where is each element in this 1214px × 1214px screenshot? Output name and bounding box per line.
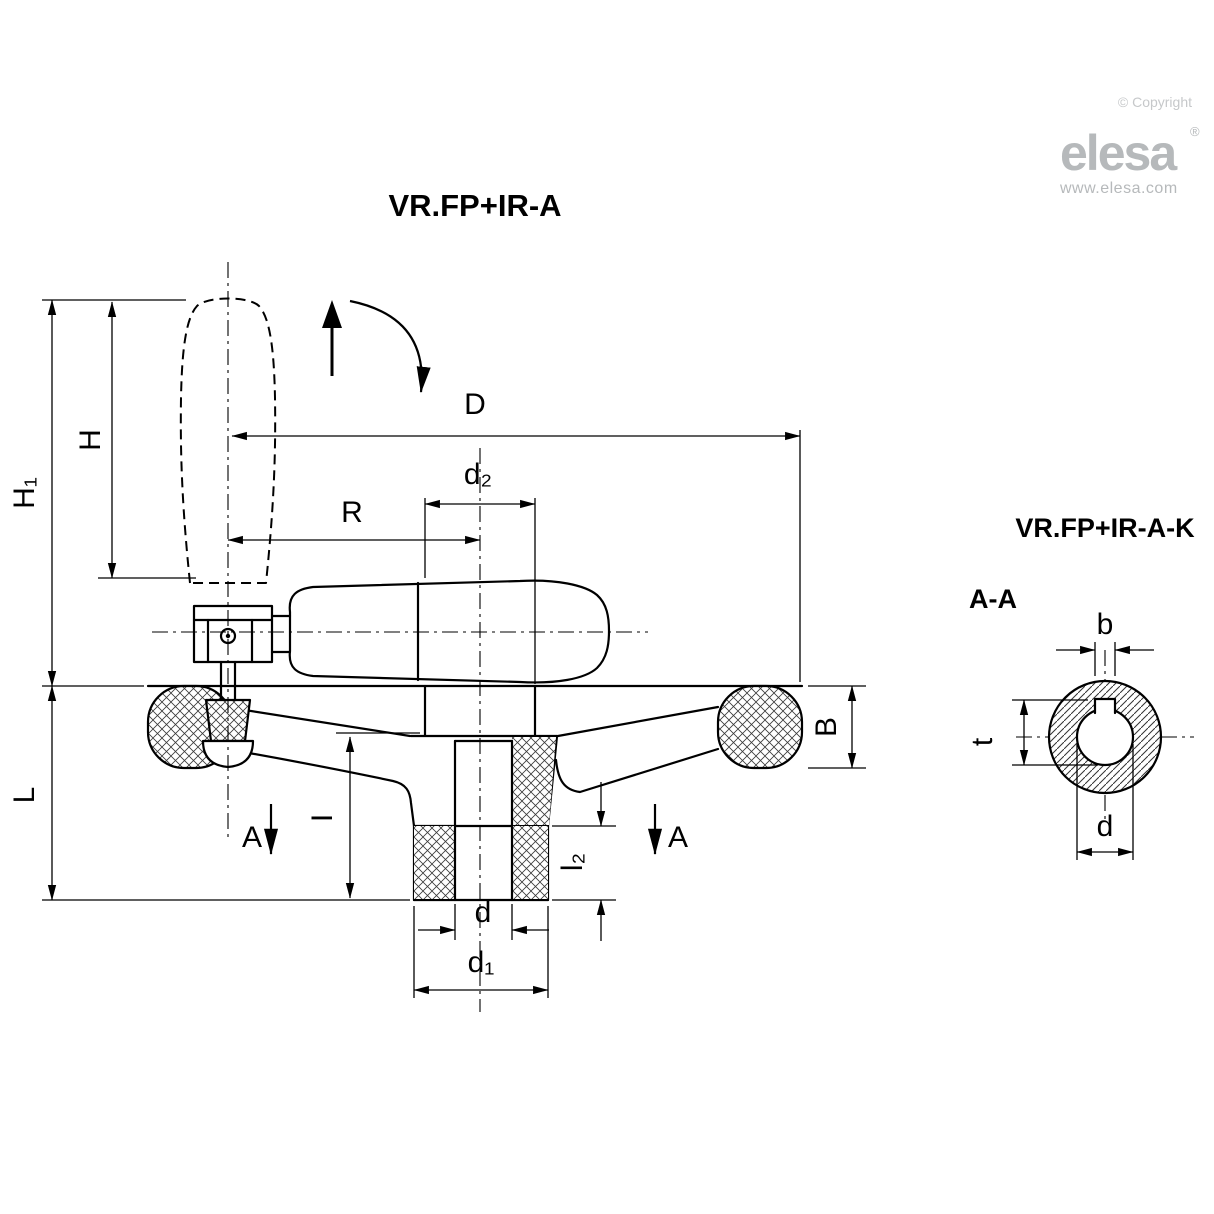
registered-mark: ®: [1190, 124, 1200, 139]
right-rim-section: [716, 684, 804, 770]
right-spoke-bottom-line: [554, 747, 720, 794]
label-d: d: [475, 896, 492, 929]
hub-hatch-lower-right: [512, 826, 548, 899]
pivot-pin-center: [225, 633, 231, 639]
keyway-outline: [1093, 697, 1117, 715]
hub-hatch-lower-left: [414, 826, 455, 899]
main-title: VR.FP+IR-A: [388, 188, 561, 223]
handwheel-side-view: [146, 684, 804, 902]
left-spoke-bottom-line: [230, 748, 416, 828]
rotation-arc-arrow: [349, 299, 431, 394]
left-spoke-top-line: [230, 706, 412, 738]
branding: © Copyright elesa ® www.elesa.com: [1059, 94, 1200, 197]
pivot-block: [192, 604, 274, 664]
label-H: H: [74, 429, 107, 451]
label-A-left: A: [242, 821, 262, 854]
label-d1: d₁: [468, 946, 495, 979]
label-L: L: [8, 787, 41, 804]
elesa-logo: elesa: [1060, 125, 1178, 181]
label-B: B: [810, 717, 843, 737]
keyway-fill: [1095, 699, 1115, 713]
rotation-up-arrowhead: [322, 300, 342, 328]
copyright-text: © Copyright: [1118, 94, 1192, 110]
section-view: A-A b t d: [966, 584, 1194, 860]
hub-hatch-upper-right: [512, 737, 556, 825]
label-d2: d₂: [464, 458, 492, 491]
handle-raised-phantom: [179, 297, 277, 584]
label-A-right: A: [668, 821, 688, 854]
label-R: R: [341, 496, 363, 529]
label-t: t: [966, 737, 999, 746]
dimension-labels: H₁ H L R D d₂ A A I l₂ d d₁ B: [8, 388, 843, 979]
hub-bore-circle: [1075, 707, 1135, 767]
label-I: I: [306, 814, 339, 822]
label-b: b: [1097, 608, 1114, 641]
dimensions: [42, 299, 866, 998]
label-d-bore: d: [1097, 810, 1114, 843]
label-section-AA: A-A: [969, 584, 1017, 614]
handle-assembly: [179, 297, 611, 702]
label-l2: l₂: [556, 853, 589, 871]
right-spoke-top-line: [556, 705, 720, 738]
label-H1: H₁: [8, 477, 41, 509]
website-url: www.elesa.com: [1059, 180, 1178, 197]
label-D: D: [464, 388, 486, 421]
titles: VR.FP+IR-A VR.FP+IR-A-K: [388, 188, 1195, 543]
variant-title: VR.FP+IR-A-K: [1015, 513, 1195, 543]
